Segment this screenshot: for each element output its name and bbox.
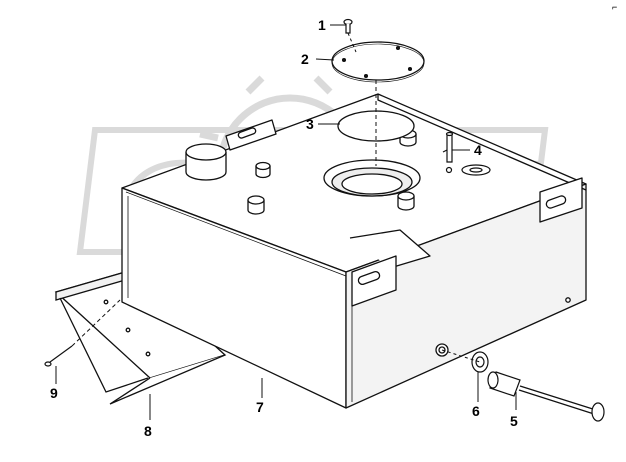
drain-washer [471, 351, 489, 373]
bolt [44, 345, 73, 367]
shield-plate [54, 269, 227, 405]
cover-plate [331, 41, 425, 83]
callout-4: 4 [474, 142, 482, 158]
vent-fitting [442, 131, 491, 176]
tank-boss-left [247, 195, 265, 215]
fuel-tank [121, 93, 587, 409]
leader-lines [55, 24, 517, 420]
callout-6: 6 [472, 403, 480, 419]
screw [343, 18, 353, 34]
callout-9: 9 [50, 385, 58, 401]
callout-1: 1 [318, 17, 326, 33]
tank-boss-center [255, 161, 271, 179]
filler-neck [185, 143, 227, 181]
callout-8: 8 [144, 423, 152, 439]
corner-mark: ⌐ [612, 2, 617, 12]
tank-right-face [345, 183, 587, 409]
tank-boss-right [397, 191, 415, 211]
callout-7: 7 [256, 399, 264, 415]
level-sender [487, 371, 605, 422]
callout-3: 3 [306, 116, 314, 132]
callout-5: 5 [510, 413, 518, 429]
sender-flange [323, 159, 421, 197]
callout-2: 2 [301, 51, 309, 67]
